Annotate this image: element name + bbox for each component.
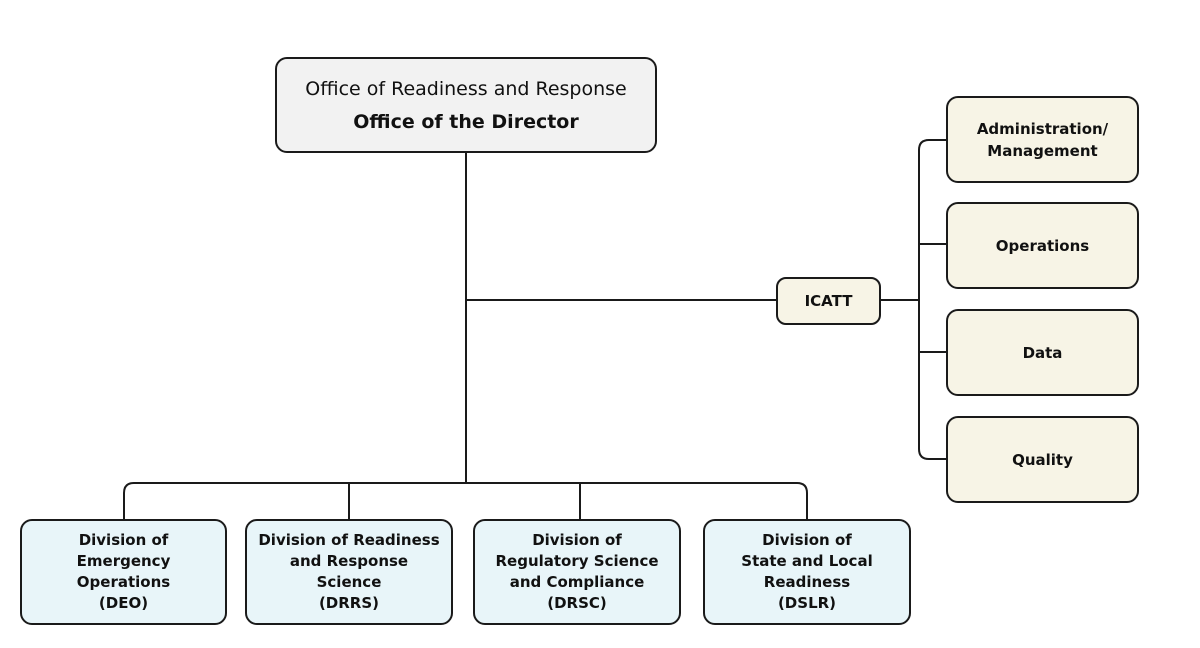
division-deo-box: Division of Emergency Operations (DEO) bbox=[20, 519, 227, 625]
director-title: Office of the Director bbox=[353, 110, 579, 133]
team-administration-box: Administration/ Management bbox=[946, 96, 1139, 183]
team-quality-label: Quality bbox=[1012, 450, 1073, 469]
division-dslr-label: Division of State and Local Readiness (D… bbox=[741, 531, 873, 612]
team-administration-label: Administration/ Management bbox=[976, 119, 1109, 160]
division-drsc-box: Division of Regulatory Science and Compl… bbox=[473, 519, 681, 625]
director-office-title: Office of Readiness and Response bbox=[305, 77, 627, 100]
connector-divisions-bus bbox=[123, 482, 808, 519]
division-drsc-label: Division of Regulatory Science and Compl… bbox=[495, 531, 659, 612]
icatt-label: ICATT bbox=[804, 292, 853, 310]
connector-teams-bracket bbox=[918, 139, 946, 460]
division-drrs-label: Division of Readiness and Response Scien… bbox=[258, 531, 440, 612]
director-box: Office of Readiness and Response Office … bbox=[275, 57, 657, 153]
team-quality-box: Quality bbox=[946, 416, 1139, 503]
team-operations-box: Operations bbox=[946, 202, 1139, 289]
team-data-box: Data bbox=[946, 309, 1139, 396]
team-operations-label: Operations bbox=[995, 236, 1090, 255]
division-drrs-box: Division of Readiness and Response Scien… bbox=[245, 519, 453, 625]
team-data-label: Data bbox=[1022, 343, 1063, 362]
division-dslr-box: Division of State and Local Readiness (D… bbox=[703, 519, 911, 625]
icatt-box: ICATT bbox=[776, 277, 881, 325]
division-deo-label: Division of Emergency Operations (DEO) bbox=[76, 531, 171, 612]
